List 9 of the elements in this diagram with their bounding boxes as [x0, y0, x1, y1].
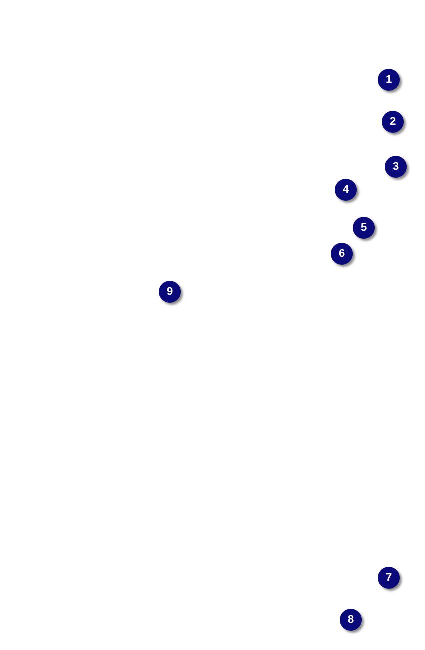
callout-number: 2 [382, 111, 404, 133]
callout-number: 7 [378, 567, 400, 589]
callout-number: 3 [385, 156, 407, 178]
callout-number: 9 [159, 281, 181, 303]
callout-number: 5 [353, 217, 375, 239]
callout-number: 1 [378, 69, 400, 91]
callout-number: 8 [340, 609, 362, 631]
callout-number: 4 [335, 179, 357, 201]
callout-number: 6 [331, 243, 353, 265]
